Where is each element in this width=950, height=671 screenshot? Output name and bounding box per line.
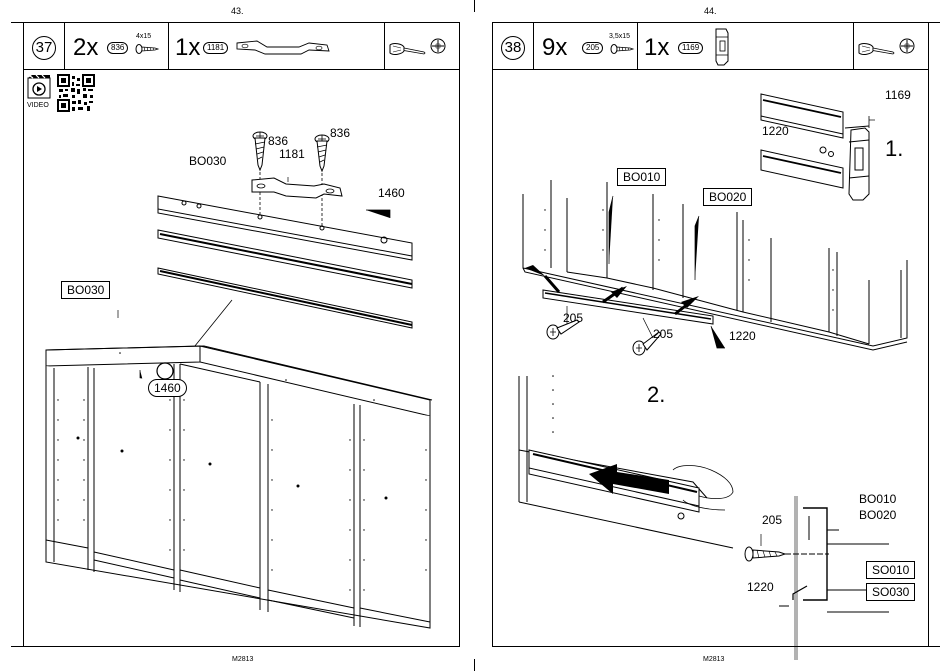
- panel-box-bo010: BO010: [617, 168, 666, 186]
- crop-mark: [11, 646, 23, 647]
- screw-icon: [610, 43, 634, 55]
- panel-box-bo030: BO030: [61, 281, 110, 299]
- rail-label-1220: 1220: [729, 329, 756, 343]
- screw-836-b: [315, 135, 329, 171]
- section-screw: [745, 547, 785, 561]
- part-cell-screw: 2x 836 4x15: [65, 23, 169, 70]
- page-number-left: 43.: [231, 6, 244, 16]
- screw-label-836: 836: [330, 126, 350, 140]
- crop-mark: [11, 22, 23, 23]
- phillips-head-icon: [429, 37, 447, 55]
- rail-label-1220: 1220: [762, 124, 789, 138]
- assembly-drawing-step-38: [493, 70, 930, 648]
- panel-box-bo020: BO020: [703, 188, 752, 206]
- wardrobe-carcass: [46, 346, 432, 628]
- rail-slide-detail: [519, 376, 733, 548]
- part-code-badge: 1169: [678, 42, 703, 54]
- panel-label-bo030: BO030: [189, 154, 226, 168]
- part-cell-bracket: 1x 1181: [169, 23, 385, 70]
- phillips-head-icon: [898, 37, 916, 55]
- rail-callout-1460: 1460: [148, 379, 187, 397]
- part-code-badge: 1181: [203, 42, 228, 54]
- step-header: 38 9x 205 3,5x15 1x 1169: [493, 23, 928, 70]
- part-code-badge: 205: [582, 42, 603, 54]
- crop-mark: [928, 22, 940, 23]
- clip-part-icon: [712, 27, 732, 67]
- screwdriver-icon: [388, 39, 428, 59]
- screw-icon: [135, 43, 159, 55]
- step-header: 37 2x 836 4x15 1x 1181: [24, 23, 459, 70]
- screw-836-a: [253, 132, 267, 170]
- screwdriver-icon: [857, 39, 897, 59]
- page-number-right: 44.: [704, 6, 717, 16]
- footer-code-right: M2813: [703, 656, 724, 663]
- part-quantity: 1x: [644, 35, 669, 61]
- section-screw-label-205: 205: [762, 513, 782, 527]
- instruction-page-step-37: 37 2x 836 4x15 1x 1181: [23, 22, 460, 647]
- bracket-part-icon: [233, 35, 333, 59]
- part-cell-screw: 9x 205 3,5x15: [534, 23, 638, 70]
- screw-label-205: 205: [653, 327, 673, 341]
- step-number: 38: [501, 36, 525, 60]
- part-quantity: 9x: [542, 35, 567, 61]
- substep-number-1: 1.: [885, 136, 903, 162]
- part-code-badge: 836: [107, 42, 128, 54]
- step-number-cell: 38: [493, 23, 534, 70]
- section-box-so030: SO030: [866, 583, 915, 601]
- section-box-so010: SO010: [866, 561, 915, 579]
- part-quantity: 1x: [175, 35, 200, 61]
- step-number-cell: 37: [24, 23, 65, 70]
- part-cell-clip: 1x 1169: [638, 23, 854, 70]
- part-dimension: 3,5x15: [609, 33, 630, 40]
- rail-clip-detail: [761, 94, 869, 200]
- rail-label-1460: 1460: [378, 186, 405, 200]
- screw-label-205: 205: [563, 311, 583, 325]
- section-rail-label-1220: 1220: [747, 580, 774, 594]
- part-dimension: 4x15: [136, 33, 151, 40]
- section-label-bo020: BO020: [859, 508, 896, 522]
- assembly-drawing-step-37: [24, 70, 461, 648]
- section-label-bo010: BO010: [859, 492, 896, 506]
- substep-number-2: 2.: [647, 382, 665, 408]
- crop-mark: [474, 0, 475, 12]
- clip-label-1169: 1169: [885, 88, 911, 102]
- instruction-page-step-38: 38 9x 205 3,5x15 1x 1169: [492, 22, 929, 647]
- footer-code-left: M2813: [232, 656, 253, 663]
- bracket-label-1181: 1181: [279, 147, 305, 161]
- step-number: 37: [32, 36, 56, 60]
- crop-mark: [474, 659, 475, 671]
- screw-label-836: 836: [268, 134, 288, 148]
- part-quantity: 2x: [73, 35, 98, 61]
